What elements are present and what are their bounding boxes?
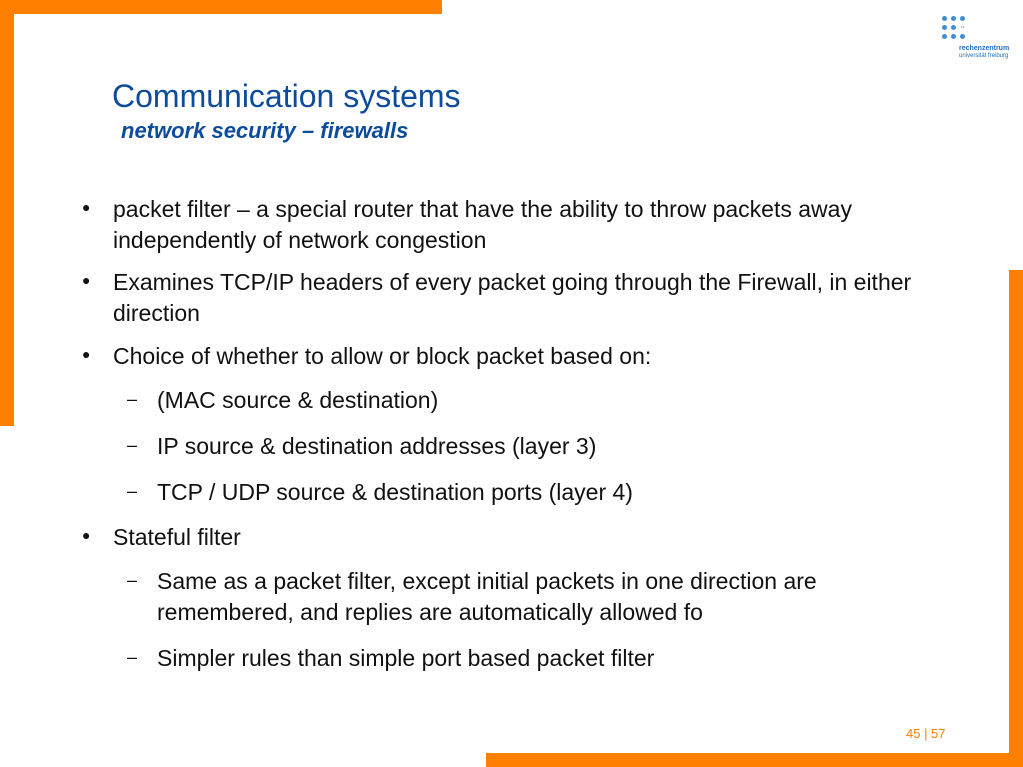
bullet-marker: ●	[82, 199, 91, 215]
logo-small-label: rz	[961, 24, 965, 29]
sub-bullet-text: Simpler rules than simple port based pac…	[157, 645, 655, 671]
sub-bullet-item: – Same as a packet filter, except initia…	[127, 566, 957, 628]
sub-bullet-text: TCP / UDP source & destination ports (la…	[157, 479, 633, 505]
sub-bullet-text: (MAC source & destination)	[157, 387, 439, 413]
sub-bullet-text: IP source & destination addresses (layer…	[157, 433, 597, 459]
slide-subtitle: network security – firewalls	[121, 118, 409, 143]
sub-bullet-marker: –	[127, 647, 138, 667]
sub-bullet-marker: –	[127, 435, 138, 455]
sub-bullet-text: Same as a packet filter, except initial …	[157, 568, 817, 625]
bullet-text: packet filter – a special router that ha…	[113, 196, 852, 253]
sub-bullet-item: – IP source & destination addresses (lay…	[127, 431, 957, 462]
sub-bullet-item: – (MAC source & destination)	[127, 385, 957, 416]
sub-bullet-item: – Simpler rules than simple port based p…	[127, 643, 957, 674]
bullet-item: ● Choice of whether to allow or block pa…	[82, 341, 983, 372]
orange-frame-top	[0, 0, 442, 14]
bullet-text: Examines TCP/IP headers of every packet …	[113, 269, 912, 326]
sub-bullet-marker: –	[127, 389, 138, 409]
orange-frame-right	[1009, 270, 1023, 767]
bullet-marker: ●	[82, 527, 91, 543]
page-number: 45 | 57	[906, 726, 946, 741]
university-logo: rz rechenzentrum universität freiburg	[940, 14, 1014, 64]
bullet-item: ● packet filter – a special router that …	[82, 194, 983, 256]
sub-bullet-item: – TCP / UDP source & destination ports (…	[127, 477, 957, 508]
bullet-item: ● Examines TCP/IP headers of every packe…	[82, 267, 983, 329]
sub-bullet-marker: –	[127, 481, 138, 501]
logo-dots-icon	[940, 14, 972, 46]
sub-bullet-marker: –	[127, 570, 138, 590]
orange-frame-left	[0, 0, 14, 426]
bullet-marker: ●	[82, 346, 91, 362]
bullet-marker: ●	[82, 272, 91, 288]
logo-name-line2: universität freiburg	[959, 53, 1009, 59]
bullet-text: Stateful filter	[113, 524, 241, 550]
slide-title: Communication systems	[112, 78, 461, 114]
orange-frame-bottom	[486, 753, 1023, 767]
bullet-text: Choice of whether to allow or block pack…	[113, 343, 652, 369]
logo-name-line1: rechenzentrum	[959, 45, 1010, 52]
bullet-item: ● Stateful filter	[82, 522, 983, 553]
